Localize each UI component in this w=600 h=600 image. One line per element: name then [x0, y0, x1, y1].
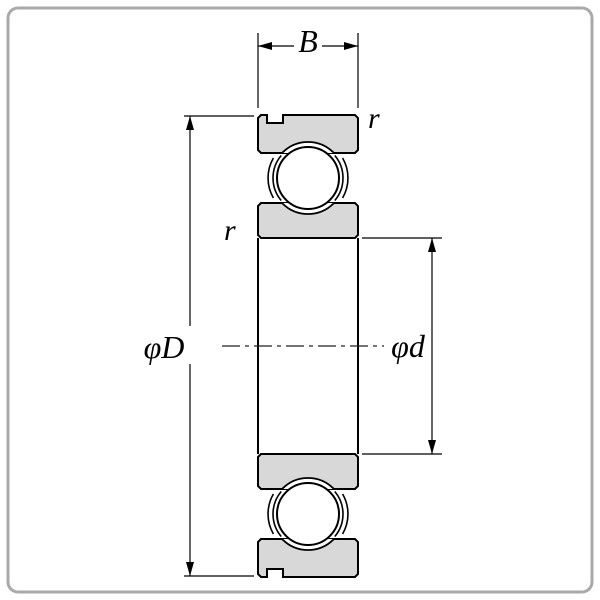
outer-diameter-label: φD: [144, 329, 185, 365]
dimension-outer-diameter: [184, 115, 254, 577]
label-backing-od: [136, 326, 192, 364]
cage-bottom-left: [267, 490, 282, 538]
ball-top: [276, 146, 340, 210]
ball-bottom: [276, 482, 340, 546]
inner-chamfer-label: r: [224, 214, 236, 247]
inner-ring-bottom: [257, 453, 359, 490]
label-backing-width: [294, 28, 322, 56]
width-label: B: [298, 23, 318, 59]
cage-top-left: [267, 154, 282, 202]
outer-ring-bottom: [257, 538, 359, 578]
outer-ring-top: [257, 114, 359, 154]
cage-bottom-right: [334, 490, 349, 538]
cage-top-right: [334, 154, 349, 202]
dimension-bore-diameter: [362, 237, 442, 455]
bearing-section: [257, 114, 359, 578]
frame-border: [6, 6, 594, 594]
label-backing-bore: [384, 328, 430, 362]
bore-diameter-label: φd: [391, 328, 426, 364]
outer-chamfer-label: r: [368, 102, 380, 135]
